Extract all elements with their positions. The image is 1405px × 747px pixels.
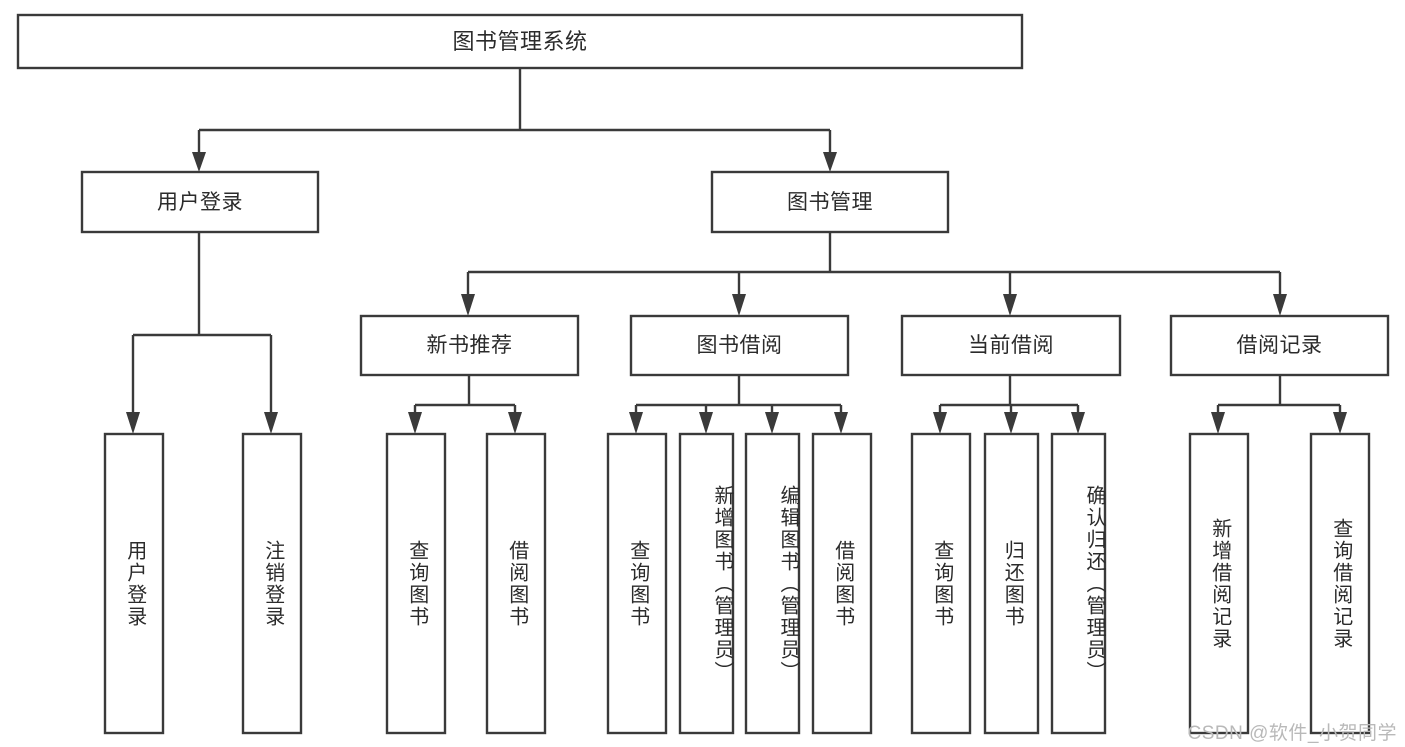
connector-group-user-login [126,232,278,434]
node-box-user-login[interactable] [80,170,320,234]
node-box-book-manage[interactable] [710,170,950,234]
arrow-to-leaf-borrow-book-rec [508,412,522,434]
connector-group-book-borrow [629,375,848,434]
node-box-leaf-logout-login[interactable] [241,432,303,735]
node-box-current-borrow[interactable] [900,314,1122,377]
node-box-leaf-query-book-borrow[interactable] [606,432,668,735]
node-box-leaf-confirm-return-admin[interactable] [1050,432,1107,735]
node-box-leaf-query-book-current[interactable] [910,432,972,735]
connector-group-root [192,68,837,172]
node-box-leaf-borrow-book-rec[interactable] [485,432,547,735]
node-box-new-book-recommend[interactable] [359,314,580,377]
node-box-leaf-query-borrow-record[interactable] [1309,432,1371,735]
node-box-leaf-borrow-book[interactable] [811,432,873,735]
arrow-to-leaf-query-book-rec [408,412,422,434]
connector-group-book-manage [461,232,1287,316]
arrow-to-new-book-recommend [461,294,475,316]
node-box-leaf-user-login[interactable] [103,432,165,735]
arrow-to-leaf-add-book-admin [699,412,713,434]
connector-group-new-book-recommend [408,375,522,434]
arrow-to-leaf-add-borrow-record [1211,412,1225,434]
arrow-to-leaf-confirm-return-admin [1071,412,1085,434]
arrow-to-user-login [192,152,206,172]
node-box-leaf-edit-book-admin[interactable] [744,432,801,735]
connector-group-borrow-records [1211,375,1347,434]
node-box-borrow-records[interactable] [1169,314,1390,377]
arrow-to-leaf-return-book [1004,412,1018,434]
arrow-to-leaf-query-borrow-record [1333,412,1347,434]
arrow-to-leaf-user-login [126,412,140,434]
arrow-to-leaf-borrow-book [834,412,848,434]
node-box-leaf-return-book[interactable] [983,432,1040,735]
arrow-to-borrow-records [1273,294,1287,316]
arrow-to-leaf-query-book-borrow [629,412,643,434]
node-box-root[interactable] [16,13,1024,70]
node-box-leaf-add-book-admin[interactable] [678,432,735,735]
arrow-to-current-borrow [1003,294,1017,316]
arrow-to-leaf-edit-book-admin [765,412,779,434]
connector-group-current-borrow [933,375,1085,434]
node-box-book-borrow[interactable] [629,314,850,377]
csdn-watermark: CSDN @软件_小贺同学 [1187,723,1397,744]
arrow-to-leaf-query-book-current [933,412,947,434]
arrow-to-book-manage [823,152,837,172]
node-box-leaf-add-borrow-record[interactable] [1188,432,1250,735]
node-box-leaf-query-book-rec[interactable] [385,432,447,735]
arrow-to-book-borrow [732,294,746,316]
arrow-to-leaf-logout-login [264,412,278,434]
